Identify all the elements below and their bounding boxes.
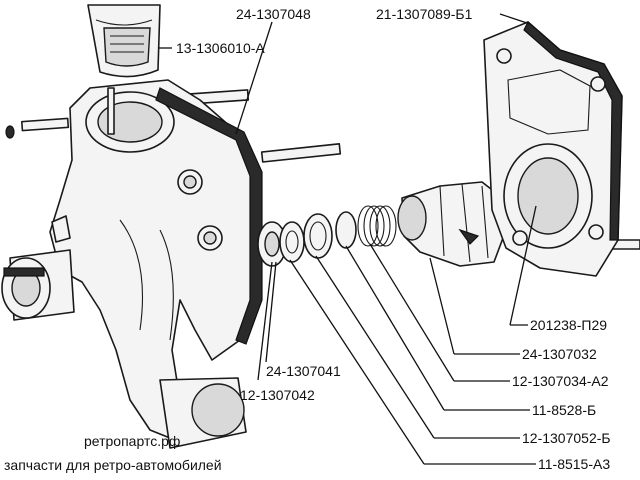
thermostat-housing-part [87,4,161,78]
label-seal-holder: 12-1307052-Б [522,430,611,446]
label-impeller: 24-1307032 [522,346,597,362]
watermark-tagline: запчасти для ретро-автомобилей [4,457,222,473]
pump-housing-part [1,79,257,449]
left-studs [5,89,640,250]
label-seal-washer: 24-1307041 [266,363,341,379]
impeller-part [397,181,507,267]
label-seal-ring: 12-1307034-А2 [512,373,609,389]
housing-gasket-part [155,87,263,345]
label-thermostat-housing: 13-1306010-А [176,40,265,56]
label-back-cover-gasket: 21-1307089-Б1 [376,6,473,22]
back-cover-part [483,21,623,277]
label-impeller-bolt: 201238-П29 [530,317,607,333]
label-seal-spring: 12-1307042 [240,387,315,403]
label-spring-ring: 11-8528-Б [532,402,596,418]
watermark-site: ретропартс.рф [84,433,180,449]
label-lock-ring: 11-8515-А3 [538,456,610,472]
leader-lines [158,13,537,465]
seal-assembly-part [257,205,397,267]
label-housing-gasket: 24-1307048 [236,6,311,22]
